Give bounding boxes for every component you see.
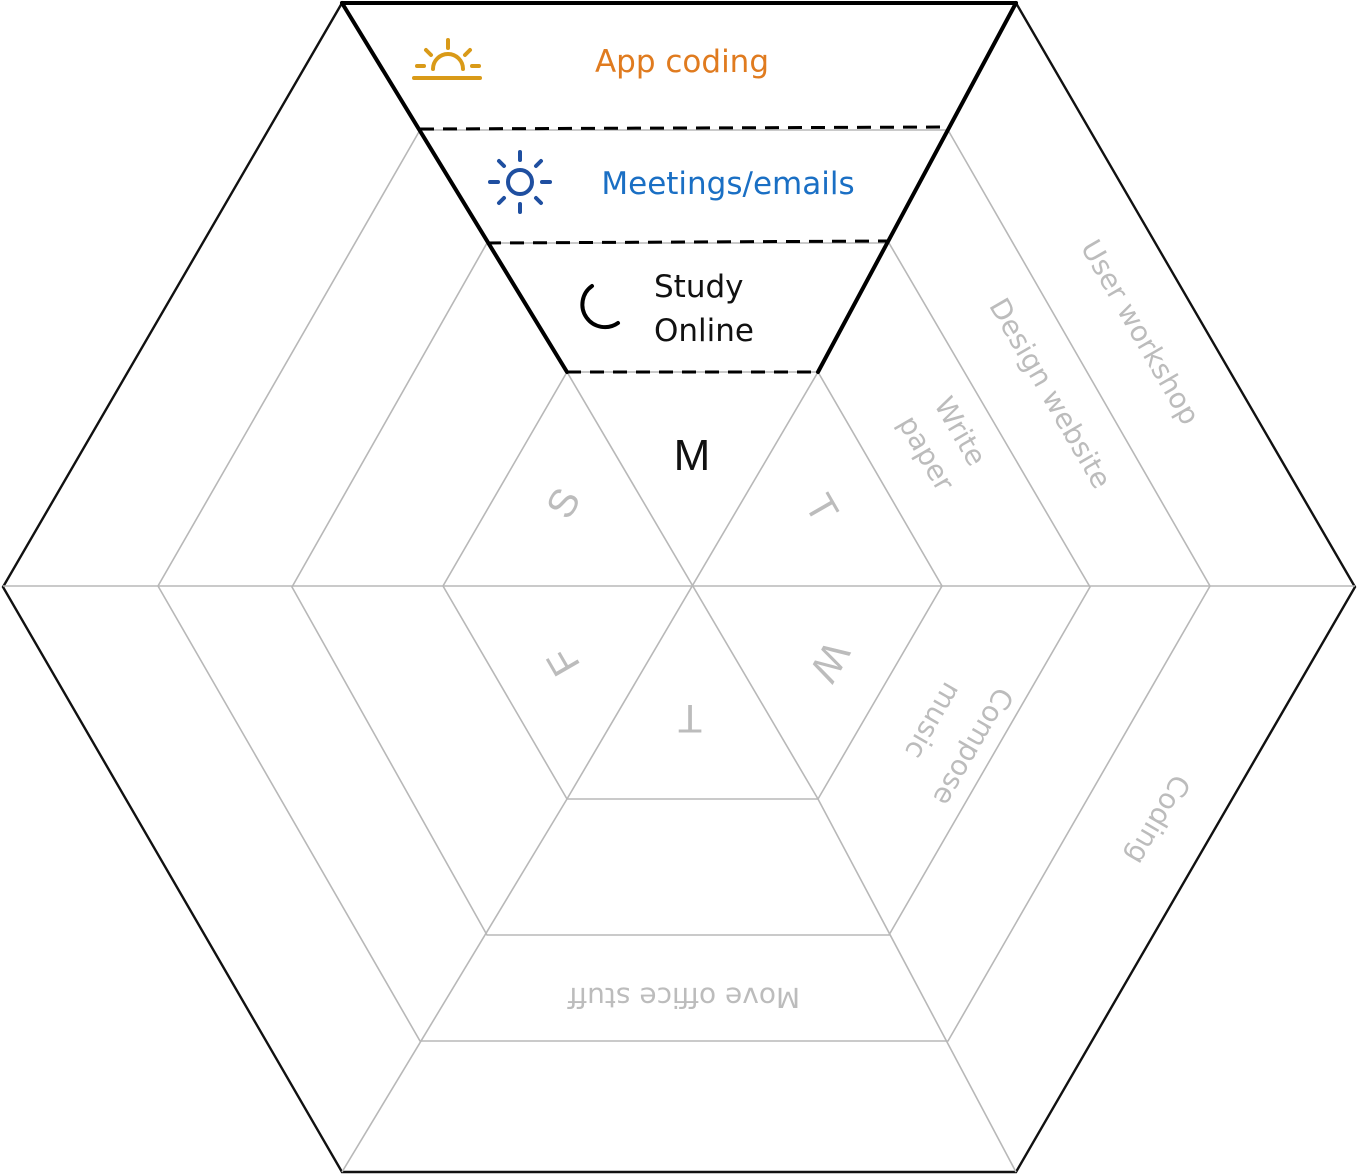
monday-right-edge (816, 1, 1018, 374)
monday-morning-task: App coding (595, 44, 769, 80)
wednesday-day-label: W (801, 634, 858, 689)
thursday-day-label: T (678, 696, 702, 740)
friday-day-label: F (539, 640, 589, 683)
tuesday-outer-task: User workshop (1074, 234, 1206, 430)
moon-icon (580, 284, 620, 330)
monday-left-edge (340, 1, 569, 374)
monday-day-label: M (674, 431, 711, 480)
monday-evening-task-line1: Study (654, 269, 744, 305)
sunday-day-label: S (538, 481, 589, 526)
monday-midday-task: Meetings/emails (601, 166, 854, 202)
thursday-middle-task: Move office stuff (567, 981, 800, 1014)
tuesday-middle-task: Design website (982, 292, 1118, 494)
monday-divider-1 (419, 125, 949, 131)
monday-evening-task-line2: Online (654, 313, 754, 349)
radial-lower-right (817, 798, 1017, 1173)
inner-divider-2 (566, 371, 819, 800)
monday-divider-2 (486, 239, 890, 245)
monday-segment[interactable] (340, 1, 1018, 374)
tuesday-day-label: T (796, 487, 846, 530)
wednesday-outer-task: Coding (1119, 769, 1196, 870)
sun-icon (488, 150, 552, 214)
sunrise-icon (412, 38, 482, 80)
radial-lower-left (341, 798, 568, 1173)
